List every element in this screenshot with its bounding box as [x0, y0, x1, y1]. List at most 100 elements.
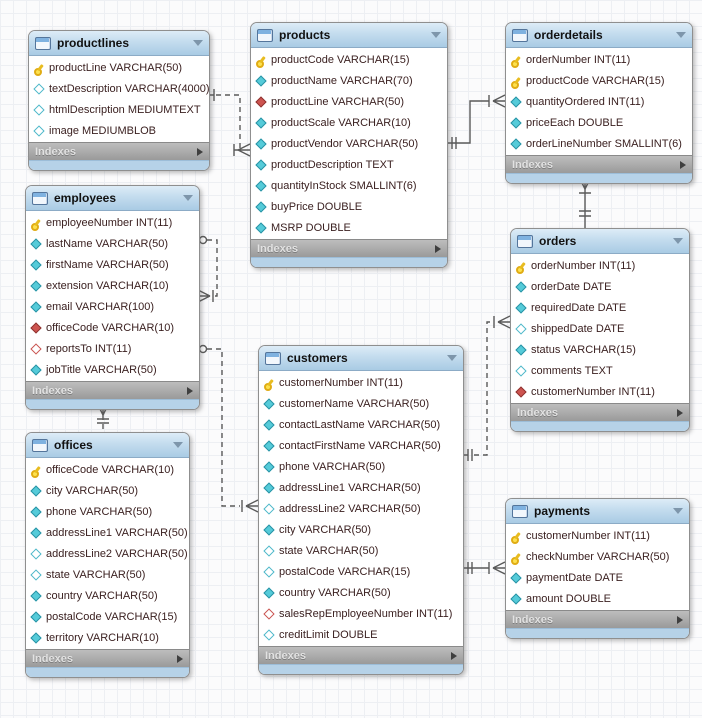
field-text: priceEach DOUBLE — [526, 116, 624, 129]
table-icon — [35, 36, 51, 50]
field-text: htmlDescription MEDIUMTEXT — [49, 103, 201, 116]
indexes-footer[interactable]: Indexes — [26, 381, 199, 399]
relationship-customers-orders[interactable] — [462, 315, 511, 461]
nullable-icon — [515, 323, 527, 335]
expand-arrow-icon — [677, 615, 683, 624]
field-text: amount DOUBLE — [526, 592, 611, 605]
field-text: firstName VARCHAR(50) — [46, 258, 169, 271]
field-text: orderLineNumber SMALLINT(6) — [526, 137, 682, 150]
field-row: textDescription VARCHAR(4000) — [29, 78, 209, 99]
field-row: contactLastName VARCHAR(50) — [259, 414, 463, 435]
table-fields: customerNumber INT(11) checkNumber VARCH… — [506, 524, 689, 610]
table-bottom-strip — [26, 399, 199, 409]
field-text: country VARCHAR(50) — [279, 586, 391, 599]
field-row: amount DOUBLE — [506, 588, 689, 609]
nullable-icon — [263, 503, 275, 515]
table-icon — [32, 438, 48, 452]
indexes-footer[interactable]: Indexes — [259, 646, 463, 664]
collapse-arrow-icon[interactable] — [183, 195, 193, 201]
field-row: territory VARCHAR(10) — [26, 627, 189, 648]
relationship-customers-payments[interactable] — [462, 561, 506, 575]
not-null-icon — [255, 180, 267, 192]
indexes-footer[interactable]: Indexes — [251, 239, 447, 257]
primary-key-icon — [510, 75, 522, 89]
collapse-arrow-icon[interactable] — [431, 32, 441, 38]
indexes-footer[interactable]: Indexes — [506, 610, 689, 628]
indexes-footer[interactable]: Indexes — [26, 649, 189, 667]
field-text: productLine VARCHAR(50) — [271, 95, 405, 108]
field-row: image MEDIUMBLOB — [29, 120, 209, 141]
table-employees[interactable]: employees employeeNumber INT(11) lastNam… — [25, 185, 200, 410]
indexes-footer[interactable]: Indexes — [511, 403, 689, 421]
table-customers[interactable]: customers customerNumber INT(11) custome… — [258, 345, 464, 675]
field-text: creditLimit DOUBLE — [279, 628, 378, 641]
relationship-employees-employees[interactable] — [197, 235, 218, 303]
not-null-icon — [510, 138, 522, 150]
not-null-icon — [30, 280, 42, 292]
table-title: orderdetails — [534, 28, 603, 42]
field-row: jobTitle VARCHAR(50) — [26, 359, 199, 380]
table-header: orderdetails — [506, 23, 692, 48]
table-header: offices — [26, 433, 189, 458]
table-fields: officeCode VARCHAR(10) city VARCHAR(50) … — [26, 458, 189, 649]
field-row: phone VARCHAR(50) — [259, 456, 463, 477]
table-orders[interactable]: orders orderNumber INT(11) orderDate DAT… — [510, 228, 690, 432]
table-title: employees — [54, 191, 117, 205]
table-fields: employeeNumber INT(11) lastName VARCHAR(… — [26, 211, 199, 381]
field-text: officeCode VARCHAR(10) — [46, 463, 174, 476]
field-text: extension VARCHAR(10) — [46, 279, 169, 292]
table-bottom-strip — [511, 421, 689, 431]
field-text: productVendor VARCHAR(50) — [271, 137, 419, 150]
table-icon — [512, 504, 528, 518]
table-header: productlines — [29, 31, 209, 56]
primary-key-icon — [33, 62, 45, 76]
relationship-employees-customers[interactable] — [198, 344, 259, 513]
collapse-arrow-icon[interactable] — [676, 32, 686, 38]
collapse-arrow-icon[interactable] — [673, 238, 683, 244]
relationship-products-orderdetails[interactable] — [446, 94, 506, 149]
field-row: lastName VARCHAR(50) — [26, 233, 199, 254]
collapse-arrow-icon[interactable] — [193, 40, 203, 46]
field-row: customerNumber INT(11) — [506, 525, 689, 546]
field-text: productLine VARCHAR(50) — [49, 61, 183, 74]
table-orderdetails[interactable]: orderdetails orderNumber INT(11) product… — [505, 22, 693, 184]
not-null-icon — [510, 572, 522, 584]
field-text: contactLastName VARCHAR(50) — [279, 418, 441, 431]
indexes-footer[interactable]: Indexes — [506, 155, 692, 173]
not-null-icon — [30, 527, 42, 539]
collapse-arrow-icon[interactable] — [447, 355, 457, 361]
field-row: addressLine1 VARCHAR(50) — [259, 477, 463, 498]
field-row: contactFirstName VARCHAR(50) — [259, 435, 463, 456]
expand-arrow-icon — [187, 386, 193, 395]
collapse-arrow-icon[interactable] — [173, 442, 183, 448]
field-text: email VARCHAR(100) — [46, 300, 154, 313]
relationship-productlines-products[interactable] — [208, 89, 251, 157]
not-null-icon — [515, 281, 527, 293]
relationship-orders-orderdetails[interactable] — [578, 176, 592, 228]
expand-arrow-icon — [677, 408, 683, 417]
table-header: customers — [259, 346, 463, 371]
collapse-arrow-icon[interactable] — [673, 508, 683, 514]
table-products[interactable]: products productCode VARCHAR(15) product… — [250, 22, 448, 268]
field-text: quantityOrdered INT(11) — [526, 95, 645, 108]
nullable-icon — [263, 566, 275, 578]
field-row: country VARCHAR(50) — [26, 585, 189, 606]
table-offices[interactable]: offices officeCode VARCHAR(10) city VARC… — [25, 432, 190, 678]
field-text: customerNumber INT(11) — [526, 529, 650, 542]
field-row: requiredDate DATE — [511, 297, 689, 318]
table-icon — [257, 28, 273, 42]
expand-arrow-icon — [197, 147, 203, 156]
field-text: productScale VARCHAR(10) — [271, 116, 411, 129]
primary-key-icon — [30, 217, 42, 231]
field-text: officeCode VARCHAR(10) — [46, 321, 174, 334]
field-row: status VARCHAR(15) — [511, 339, 689, 360]
primary-key-icon — [30, 464, 42, 478]
field-text: addressLine1 VARCHAR(50) — [279, 481, 421, 494]
nullable-icon — [33, 83, 45, 95]
indexes-footer[interactable]: Indexes — [29, 142, 209, 160]
not-null-icon — [263, 461, 275, 473]
table-productlines[interactable]: productlines productLine VARCHAR(50) tex… — [28, 30, 210, 171]
table-payments[interactable]: payments customerNumber INT(11) checkNum… — [505, 498, 690, 639]
nullable-icon — [33, 125, 45, 137]
